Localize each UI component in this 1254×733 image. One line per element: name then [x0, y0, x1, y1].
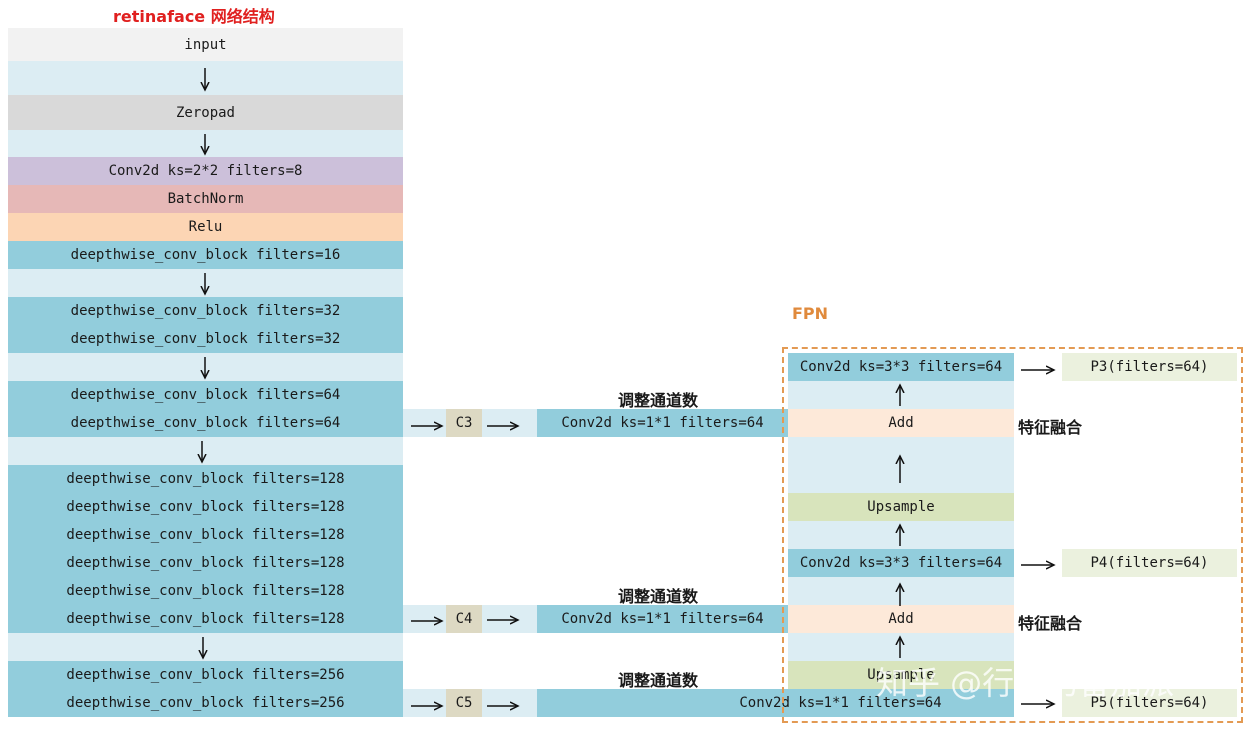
p3-output: P3(filters=64)	[1062, 353, 1237, 381]
dw-block-64-b: deepthwise_conv_block filters=64	[8, 409, 403, 437]
dw-block-16: deepthwise_conv_block filters=16	[8, 241, 403, 269]
fpn-add-p4: Add	[788, 605, 1014, 633]
p4-output: P4(filters=64)	[1062, 549, 1237, 577]
adjust-channels-label-c3: 调整通道数	[618, 391, 699, 410]
dw-block-128-e: deepthwise_conv_block filters=128	[8, 577, 403, 605]
zeropad-layer: Zeropad	[8, 95, 403, 130]
adjust-channels-label-c4: 调整通道数	[618, 587, 699, 606]
relu-layer: Relu	[8, 213, 403, 241]
c5-box: C5	[446, 689, 482, 717]
dw-block-256-b: deepthwise_conv_block filters=256	[8, 689, 403, 717]
watermark: 知乎 @行走的番茄派	[876, 664, 1174, 702]
diagram-title: retinaface 网络结构	[113, 7, 275, 26]
conv1x1-c4: Conv2d ks=1*1 filters=64	[537, 605, 788, 633]
fpn-conv3x3-p4: Conv2d ks=3*3 filters=64	[788, 549, 1014, 577]
fpn-dashed-frame	[782, 347, 1243, 723]
dw-block-128-b: deepthwise_conv_block filters=128	[8, 493, 403, 521]
adjust-channels-label-c5: 调整通道数	[618, 671, 699, 690]
dw-block-128-d: deepthwise_conv_block filters=128	[8, 549, 403, 577]
dw-block-32-a: deepthwise_conv_block filters=32	[8, 297, 403, 325]
fpn-title: FPN	[792, 304, 829, 323]
fpn-upsample-p4: Upsample	[788, 493, 1014, 521]
conv1x1-c5: Conv2d ks=1*1 filters=64	[537, 689, 1014, 717]
dw-block-128-a: deepthwise_conv_block filters=128	[8, 465, 403, 493]
feature-fusion-label-p3: 特征融合	[1018, 418, 1083, 437]
p5-output: P5(filters=64)	[1062, 689, 1237, 717]
feature-fusion-label-p4: 特征融合	[1018, 614, 1083, 633]
fpn-add-p3: Add	[788, 409, 1014, 437]
batchnorm-layer: BatchNorm	[8, 185, 403, 213]
dw-block-32-b: deepthwise_conv_block filters=32	[8, 325, 403, 353]
c4-box: C4	[446, 605, 482, 633]
dw-block-128-c: deepthwise_conv_block filters=128	[8, 521, 403, 549]
input-layer: input	[8, 28, 403, 61]
dw-block-256-a: deepthwise_conv_block filters=256	[8, 661, 403, 689]
dw-block-128-f: deepthwise_conv_block filters=128	[8, 605, 403, 633]
c3-box: C3	[446, 409, 482, 437]
dw-block-64-a: deepthwise_conv_block filters=64	[8, 381, 403, 409]
fpn-upsample-p5: Upsample	[788, 661, 1014, 689]
fpn-conv3x3-p3: Conv2d ks=3*3 filters=64	[788, 353, 1014, 381]
conv2d-layer: Conv2d ks=2*2 filters=8	[8, 157, 403, 185]
conv1x1-c3: Conv2d ks=1*1 filters=64	[537, 409, 788, 437]
